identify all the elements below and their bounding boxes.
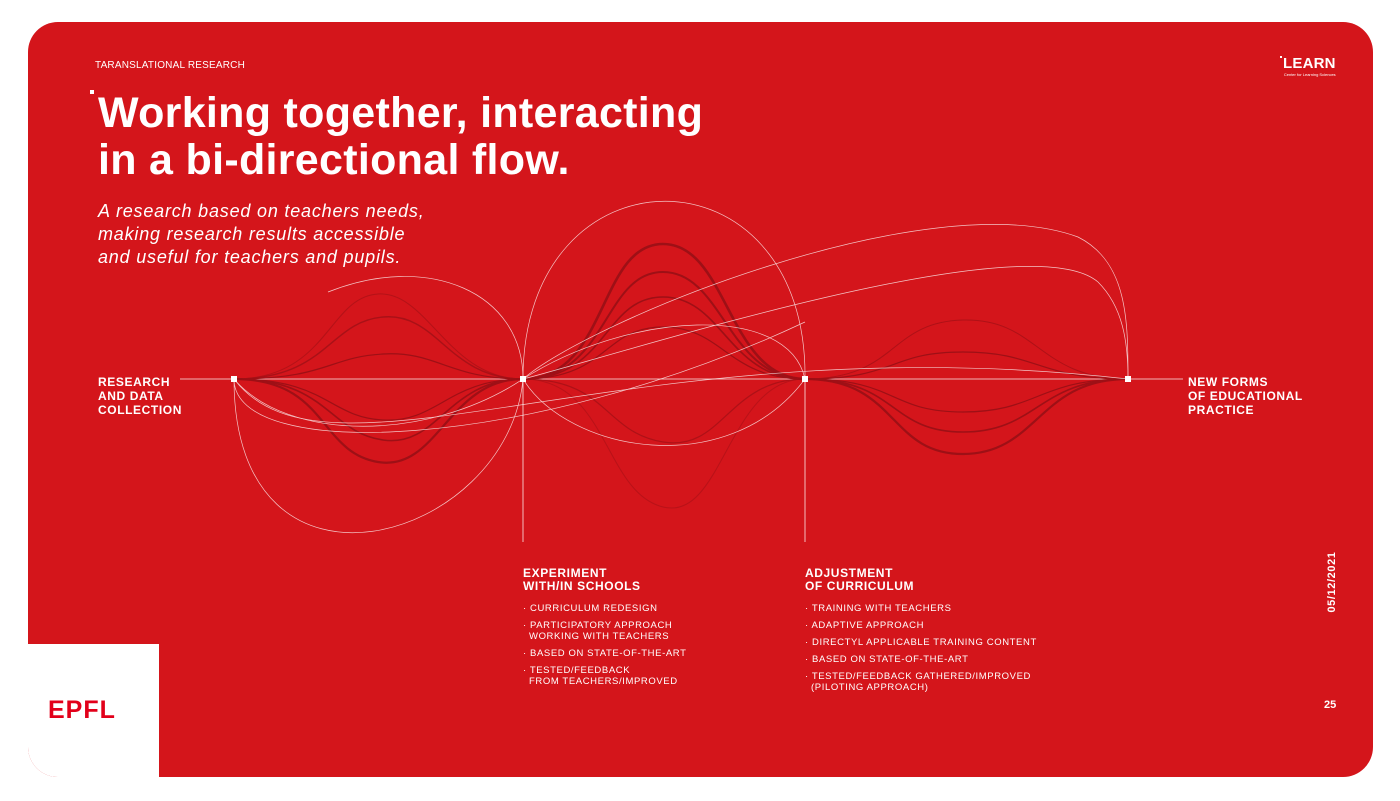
stage-adjustment-title: ADJUSTMENT OF CURRICULUM [805, 567, 914, 593]
subtitle-line-2: making research results accessible [98, 224, 406, 244]
learn-logo-tagline: Center for Learning Sciences [1283, 72, 1336, 77]
slide-date-text: 05/12/2021 [1326, 551, 1338, 613]
learn-logo-word: LEARN [1280, 56, 1336, 72]
node-research [231, 376, 237, 382]
label-research-line-3: COLLECTION [98, 403, 182, 417]
title-line-2: in a bi-directional flow. [98, 136, 570, 184]
list-item: BASED ON STATE-OF-THE-ART [805, 654, 1037, 665]
label-new-practice: NEW FORMS OF EDUCATIONAL PRACTICE [1188, 375, 1303, 417]
stage-adjustment-title-line-1: ADJUSTMENT [805, 566, 894, 580]
list-item: BASED ON STATE-OF-THE-ART [523, 648, 686, 659]
node-adjustment [802, 376, 808, 382]
connection-arcs [233, 200, 1129, 534]
flow-axis [180, 378, 1183, 542]
wave-group-1 [233, 293, 524, 464]
stage-adjustment-bullets: TRAINING WITH TEACHERS ADAPTIVE APPROACH… [805, 603, 1037, 699]
label-practice-line-3: PRACTICE [1188, 403, 1255, 417]
stage-experiment-title: EXPERIMENT WITH/IN SCHOOLS [523, 567, 641, 593]
section-eyebrow: TARANSLATIONAL RESEARCH [95, 60, 246, 71]
list-item: DIRECTYL APPLICABLE TRAINING CONTENT [805, 637, 1037, 648]
stage-experiment-bullets: CURRICULUM REDESIGN PARTICIPATORY APPROA… [523, 603, 686, 693]
list-item: CURRICULUM REDESIGN [523, 603, 686, 614]
node-practice [1125, 376, 1131, 382]
epfl-logo: EPFL [48, 696, 116, 724]
stage-experiment-title-line-1: EXPERIMENT [523, 566, 608, 580]
wave-group-2 [522, 242, 806, 509]
list-item: ADAPTIVE APPROACH [805, 620, 1037, 631]
title-dot [90, 90, 94, 94]
label-practice-line-2: OF EDUCATIONAL [1188, 389, 1303, 403]
label-research-line-1: RESEARCH [98, 375, 171, 389]
wave-group-3 [804, 319, 1129, 456]
node-experiment [520, 376, 526, 382]
subtitle-line-3: and useful for teachers and pupils. [98, 247, 402, 267]
list-item: TRAINING WITH TEACHERS [805, 603, 1037, 614]
label-research-line-2: AND DATA [98, 389, 164, 403]
stage-adjustment-title-line-2: OF CURRICULUM [805, 579, 915, 593]
slide: TARANSLATIONAL RESEARCH Working together… [28, 22, 1373, 777]
slide-date: 05/12/2021 [1322, 542, 1342, 622]
learn-logo: LEARN Center for Learning Sciences [1280, 56, 1336, 78]
subtitle: A research based on teachers needs, maki… [98, 200, 425, 269]
title-line-1: Working together, interacting [98, 89, 704, 137]
label-practice-line-1: NEW FORMS [1188, 375, 1269, 389]
stage-experiment-title-line-2: WITH/IN SCHOOLS [523, 579, 641, 593]
flow-diagram [180, 200, 1183, 542]
list-item: TESTED/FEEDBACK GATHERED/IMPROVED(PILOTI… [805, 671, 1037, 693]
subtitle-line-1: A research based on teachers needs, [98, 201, 425, 221]
epfl-logo-panel: EPFL [28, 644, 159, 777]
page-title: Working together, interacting in a bi-di… [98, 90, 703, 184]
page-number: 25 [1324, 699, 1337, 711]
label-research: RESEARCH AND DATA COLLECTION [98, 375, 182, 417]
flow-nodes [231, 376, 1131, 382]
